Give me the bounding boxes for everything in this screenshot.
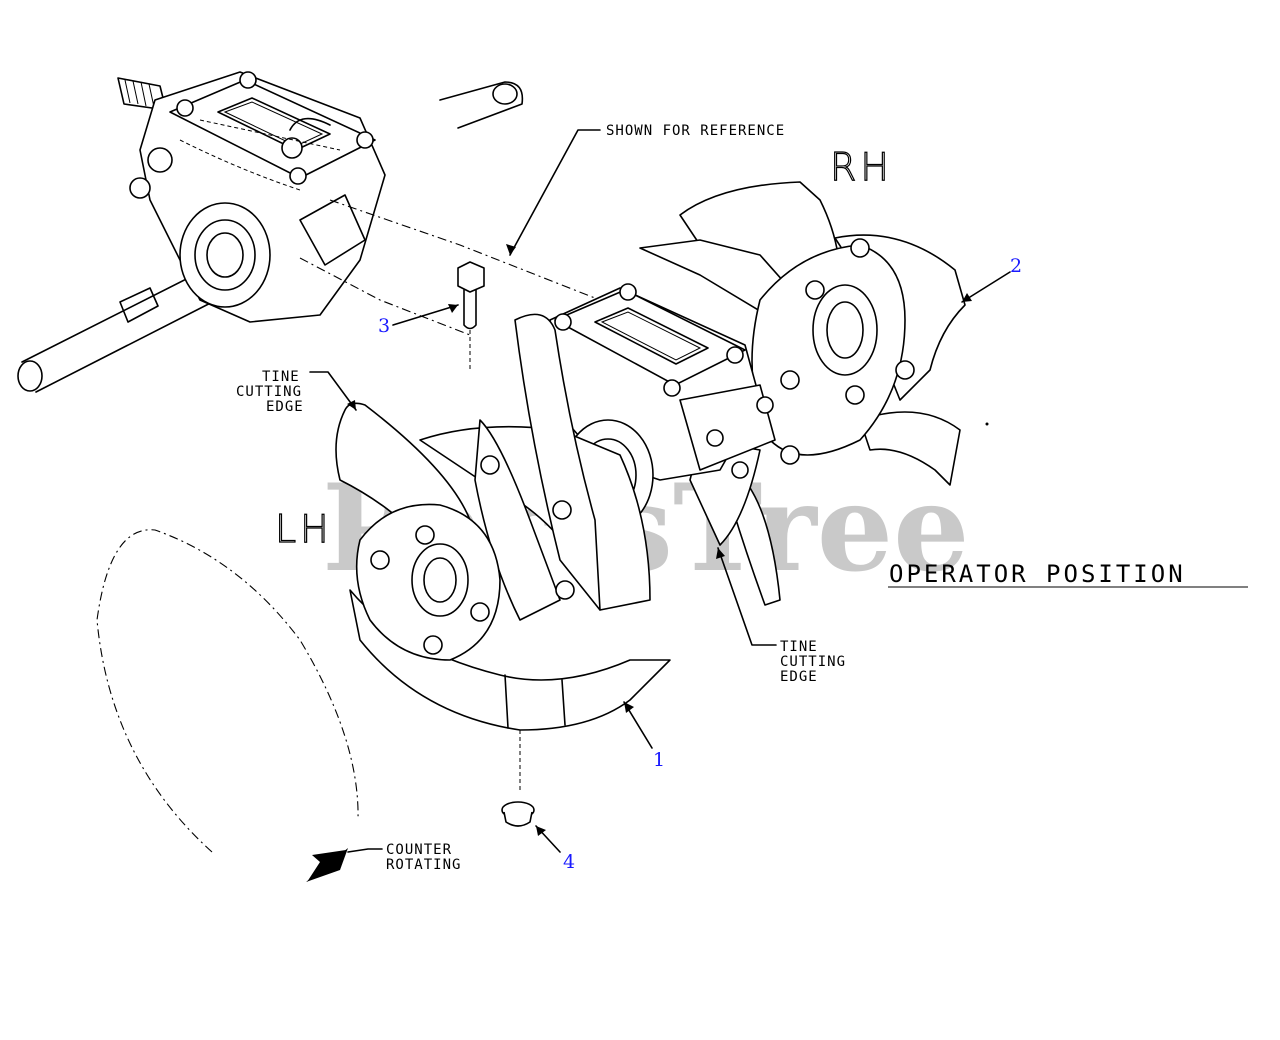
lh-label: LH bbox=[275, 507, 333, 551]
tine-cutting-edge-right-label: TINE CUTTING EDGE bbox=[780, 639, 855, 685]
tine-left-leader bbox=[309, 371, 357, 411]
reference-centerline bbox=[329, 199, 601, 301]
rotation-arc bbox=[96, 529, 359, 853]
tine-right-leader bbox=[717, 547, 777, 646]
operator-position-label: OPERATOR POSITION bbox=[889, 560, 1186, 588]
shown-for-reference-label: SHOWN FOR REFERENCE bbox=[606, 123, 785, 139]
counter-rotating-label: COUNTER ROTATING bbox=[386, 842, 461, 873]
callout-3[interactable]: 3 bbox=[378, 315, 390, 337]
tine-left-assembly[interactable] bbox=[335, 313, 671, 731]
nut-part[interactable] bbox=[501, 730, 535, 827]
callout-3-leader bbox=[392, 304, 459, 326]
callout-2-leader bbox=[961, 271, 1011, 303]
reference-leader bbox=[509, 129, 601, 256]
transmission-reference bbox=[17, 71, 524, 393]
callout-4[interactable]: 4 bbox=[563, 851, 575, 873]
callout-1[interactable]: 1 bbox=[653, 749, 665, 771]
bolt-part[interactable] bbox=[457, 261, 485, 370]
callout-2[interactable]: 2 bbox=[1010, 255, 1022, 277]
rh-label: RH bbox=[830, 145, 893, 189]
tine-cutting-edge-left-label: TINE CUTTING EDGE bbox=[236, 369, 311, 415]
